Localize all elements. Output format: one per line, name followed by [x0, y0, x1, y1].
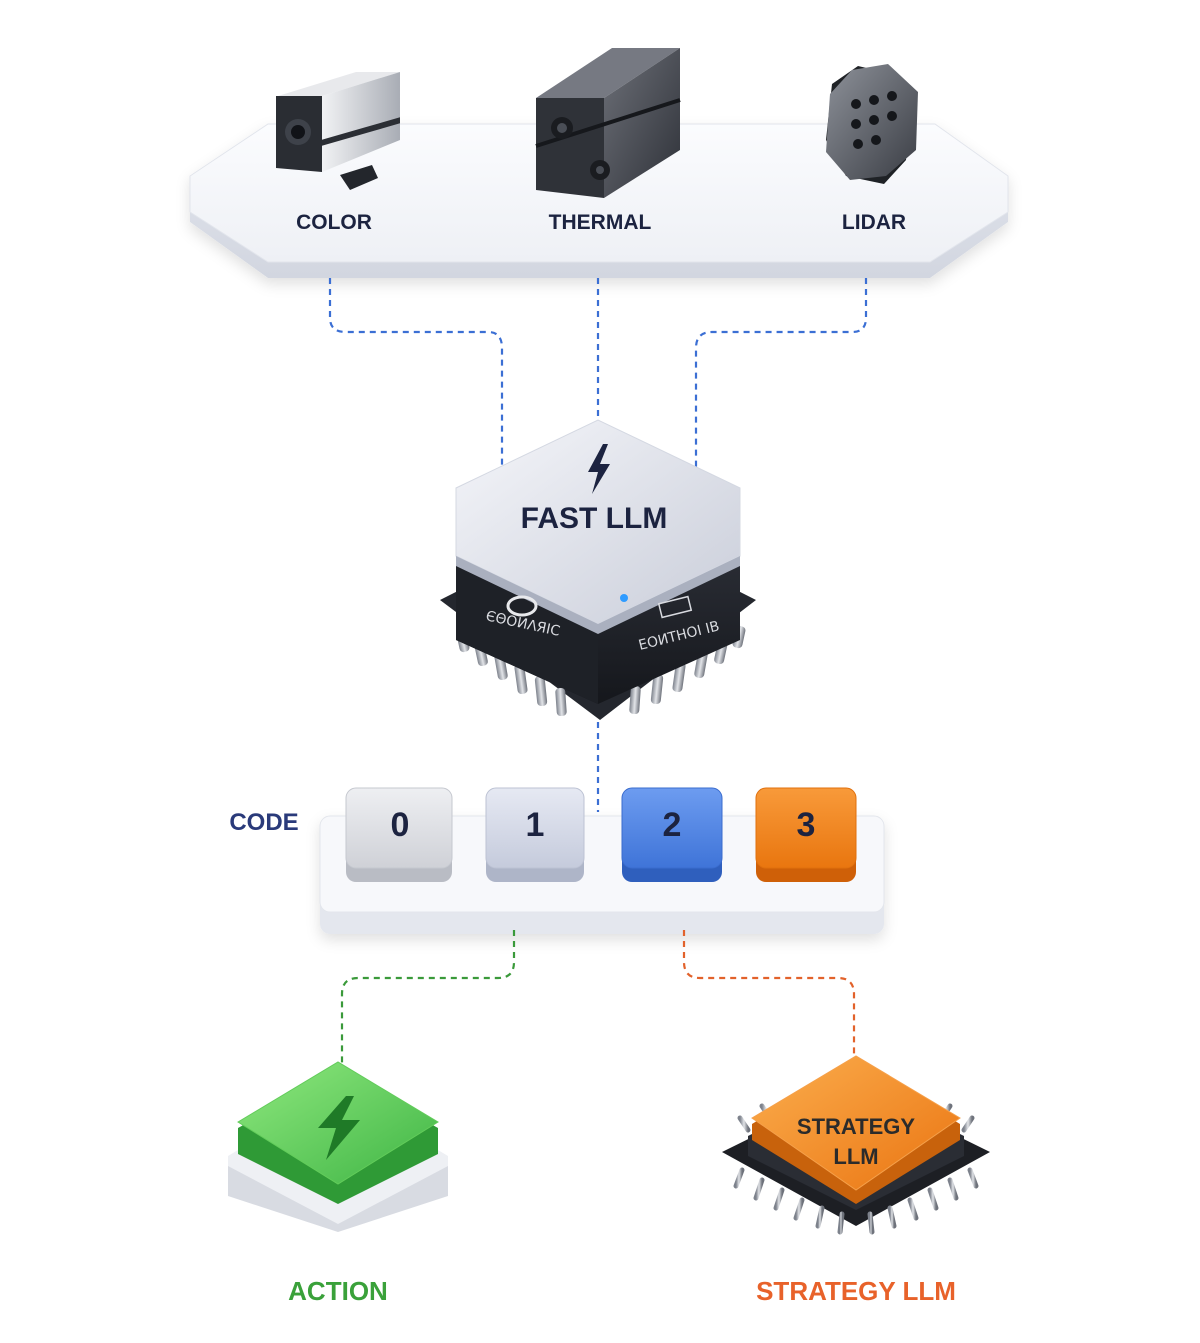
sensor-connectors: [328, 278, 868, 812]
code-label: CODE: [229, 809, 298, 836]
code-key-0[interactable]: 0: [345, 787, 453, 882]
code-key-3-label: 3: [797, 806, 816, 844]
code-key-2-label: 2: [663, 806, 682, 844]
code-key-2[interactable]: 2: [621, 787, 723, 882]
code-key-0-label: 0: [391, 806, 410, 844]
sensor-label-lidar: LIDAR: [842, 211, 906, 234]
strategy-chip-label-line1: STRATEGY: [797, 1114, 915, 1139]
lightning-bolt-icon: [318, 1096, 360, 1160]
lightning-bolt-icon: [588, 444, 610, 494]
color-camera-icon: [276, 72, 400, 190]
code-key-1[interactable]: 1: [485, 787, 585, 882]
fast-llm-chip: FAST LLM ЄΘOИΛЯΙC EOИTHOI IB: [440, 419, 756, 720]
sensor-label-thermal: THERMAL: [549, 211, 652, 234]
strategy-connector: [682, 930, 856, 1060]
thermal-camera-icon: [535, 48, 681, 198]
fast-llm-label: FAST LLM: [521, 502, 668, 535]
action-label: ACTION: [288, 1276, 388, 1306]
strategy-llm-chip[interactable]: STRATEGY LLM: [722, 1055, 990, 1235]
strategy-llm-label: STRATEGY LLM: [756, 1276, 956, 1306]
sensor-label-color: COLOR: [296, 211, 372, 234]
strategy-chip-label-line2: LLM: [833, 1144, 878, 1169]
code-tray: [319, 815, 885, 934]
code-key-3[interactable]: 3: [755, 787, 857, 882]
action-button[interactable]: [228, 1061, 448, 1232]
code-key-1-label: 1: [526, 806, 545, 844]
action-connector: [340, 930, 516, 1086]
lidar-sensor-icon: [826, 64, 918, 184]
